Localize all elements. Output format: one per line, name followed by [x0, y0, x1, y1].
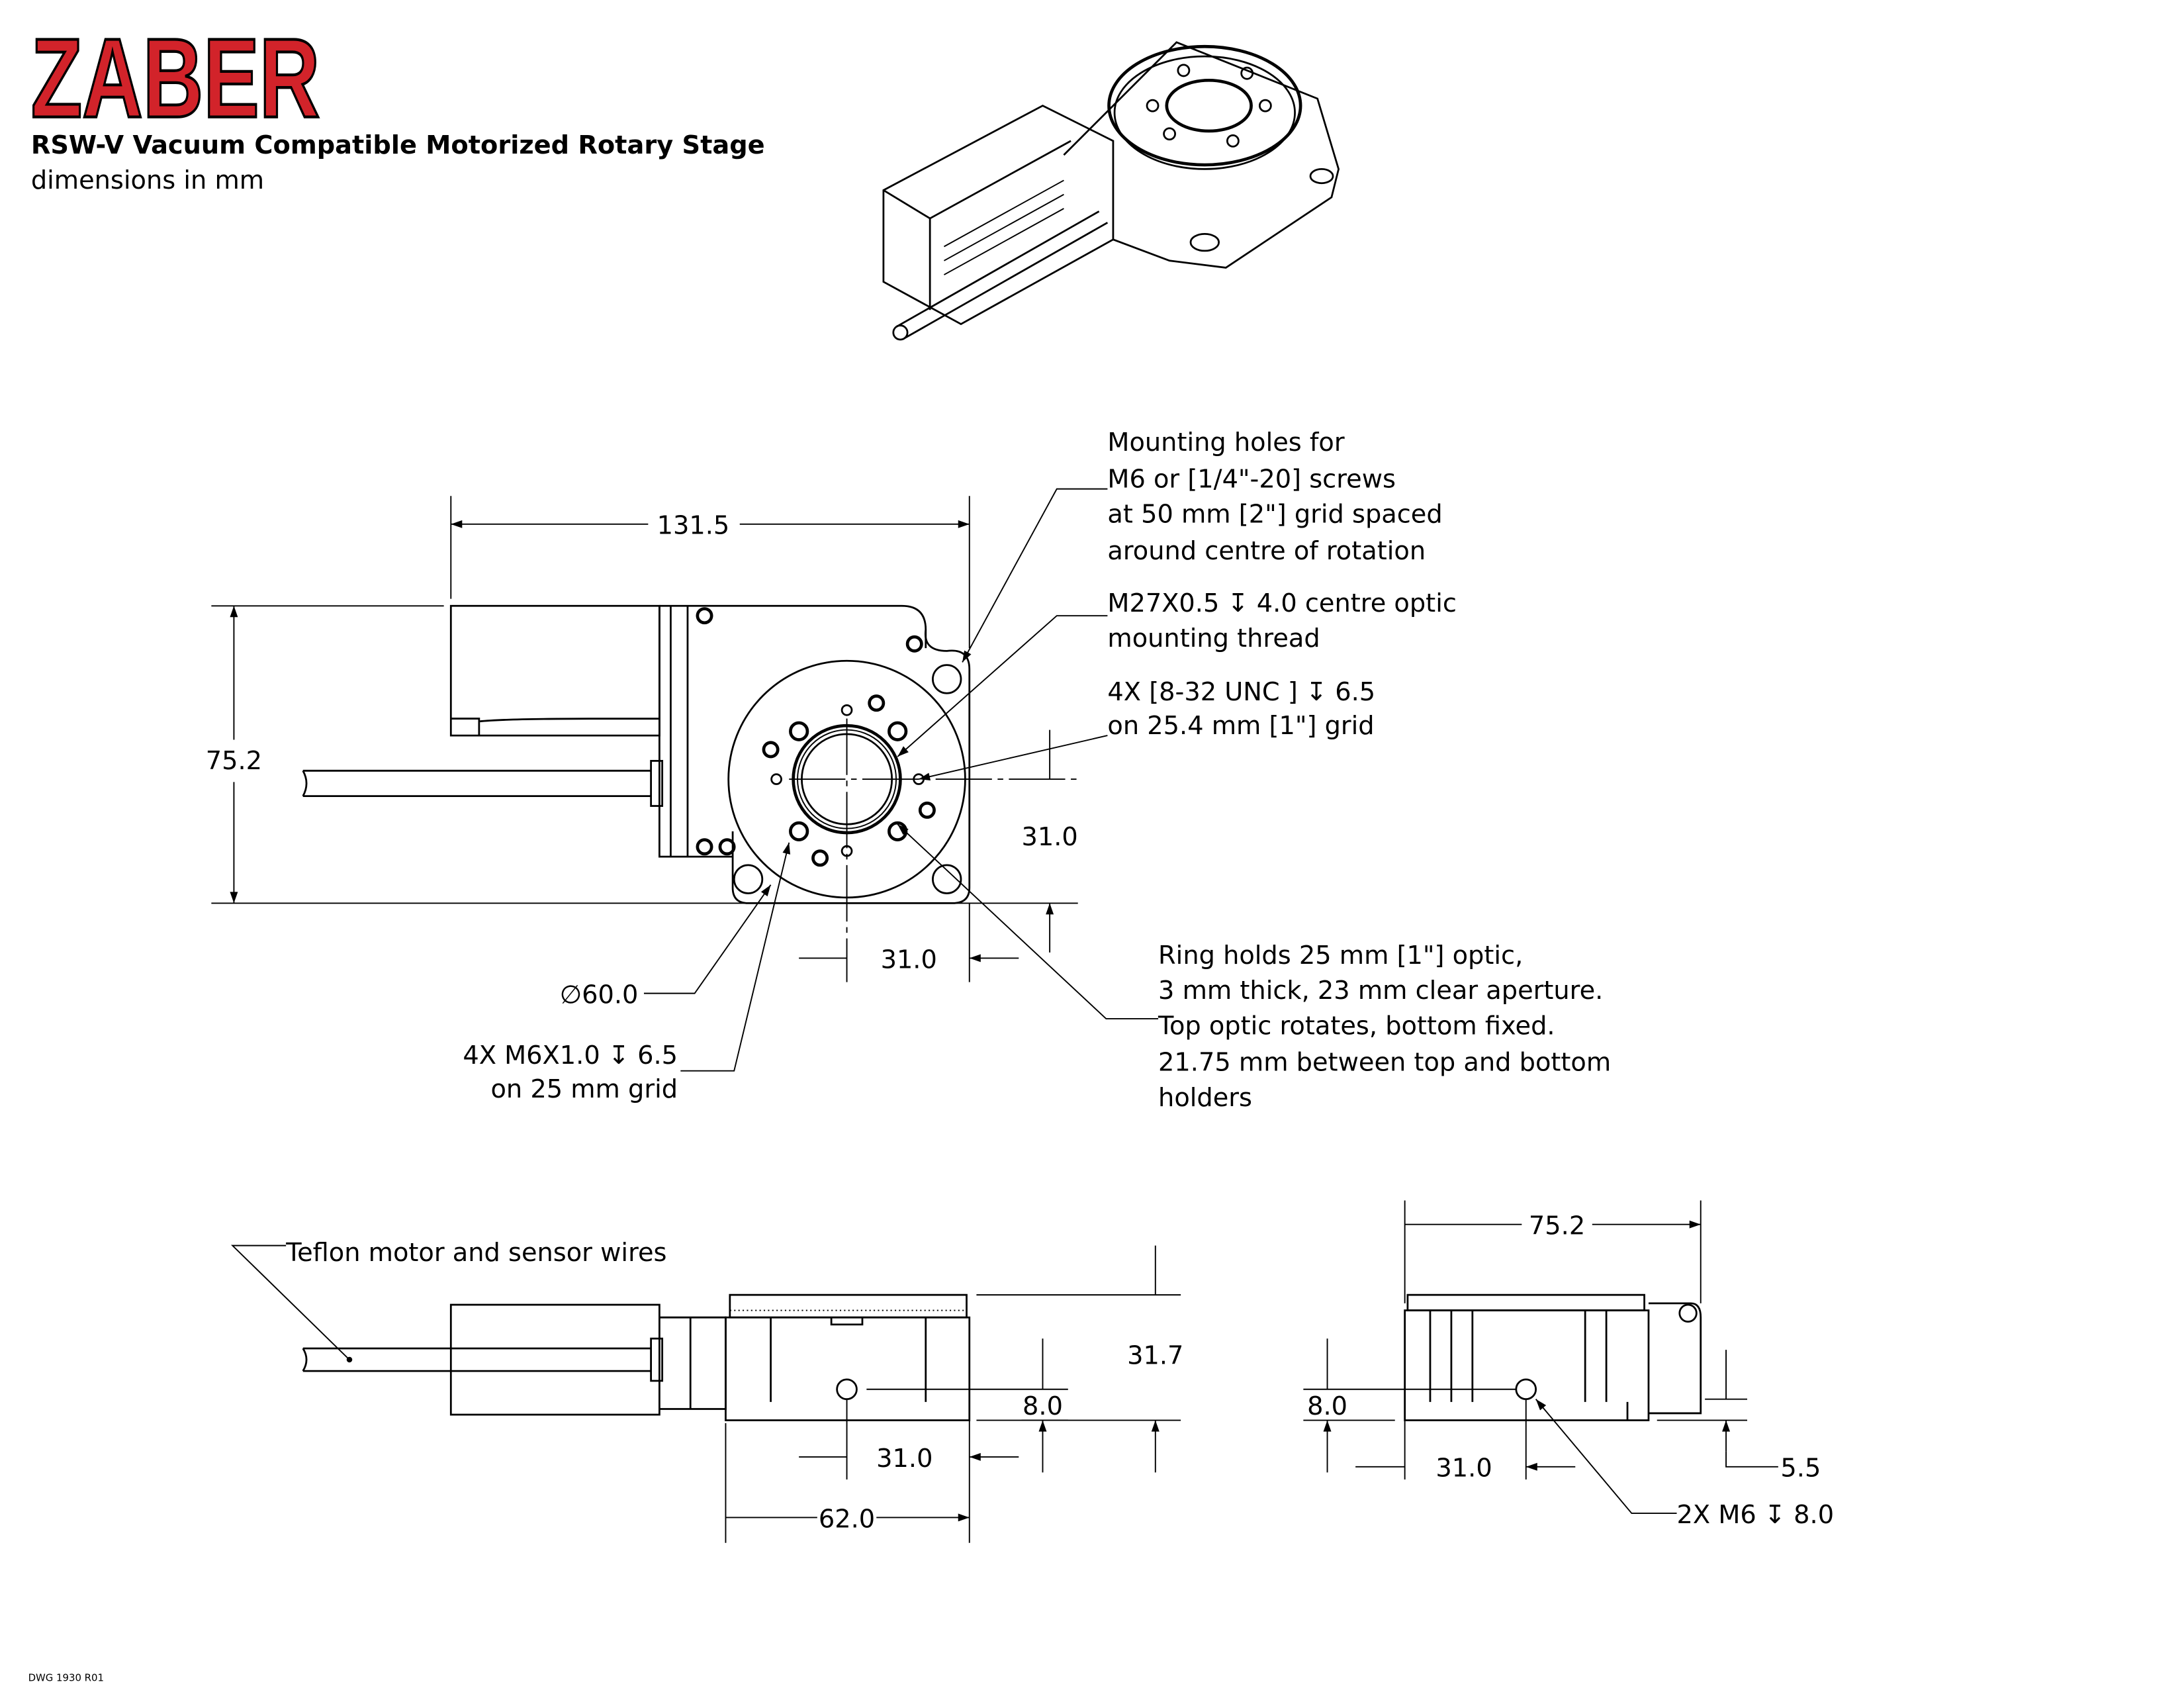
dim-hole-height: 8.0: [1307, 1391, 1347, 1421]
note-mounting-holes: Mounting holes for M6 or [1/4"-20] screw…: [1107, 428, 1442, 566]
note-ring: Ring holds 25 mm [1"] optic, 3 mm thick,…: [1158, 941, 1611, 1113]
page-title: RSW-V Vacuum Compatible Motorized Rotary…: [31, 130, 765, 160]
front-view: Teflon motor and sensor wires 31.7 8.0 3…: [230, 1238, 1183, 1543]
note-optic-thread: M27X0.5 ↧ 4.0 centre optic mounting thre…: [1107, 588, 1456, 653]
note-line: Top optic rotates, bottom fixed.: [1158, 1011, 1555, 1041]
note-line: at 50 mm [2"] grid spaced: [1107, 500, 1442, 530]
wires-note: Teflon motor and sensor wires: [285, 1238, 666, 1268]
top-view: 131.5 75.2 31.0 31.0: [206, 428, 1611, 1113]
note-line: on 25 mm grid: [490, 1074, 678, 1104]
units-subtitle: dimensions in mm: [31, 165, 264, 195]
dim-height: 31.7: [1127, 1340, 1183, 1370]
dim-hole-x: 31.0: [876, 1444, 933, 1474]
note-line: Mounting holes for: [1107, 428, 1344, 457]
note-line: Ring holds 25 mm [1"] optic,: [1158, 941, 1523, 970]
zaber-logo: ZABER: [31, 16, 320, 142]
dim-hole-height: 8.0: [1023, 1391, 1063, 1421]
note-line: 4X M6X1.0 ↧ 6.5: [463, 1041, 678, 1070]
note-unc-holes: 4X [8-32 UNC ] ↧ 6.5 on 25.4 mm [1"] gri…: [1107, 677, 1375, 741]
drawing-number: DWG 1930 R01: [28, 1671, 104, 1683]
dim-offset: 5.5: [1780, 1454, 1821, 1483]
note-line: holders: [1158, 1083, 1252, 1113]
note-line: M6 or [1/4"-20] screws: [1107, 464, 1396, 494]
note-line: M27X0.5 ↧ 4.0 centre optic: [1107, 588, 1456, 618]
note-line: 3 mm thick, 23 mm clear aperture.: [1158, 976, 1603, 1006]
note-line: mounting thread: [1107, 624, 1320, 653]
dim-offset-x: 31.0: [881, 945, 937, 974]
hole-note: 2X M6 ↧ 8.0: [1677, 1500, 1835, 1530]
note-m6-holes: 4X M6X1.0 ↧ 6.5 on 25 mm grid: [463, 1041, 678, 1104]
note-line: on 25.4 mm [1"] grid: [1107, 711, 1374, 741]
dim-hole-x: 31.0: [1435, 1454, 1492, 1483]
side-view: 75.2 8.0 31.0 5.5 2X M6 ↧ 8.0: [1303, 1200, 1835, 1530]
note-diameter: ∅60.0: [560, 980, 639, 1010]
note-line: 4X [8-32 UNC ] ↧ 6.5: [1107, 677, 1375, 707]
note-line: around centre of rotation: [1107, 536, 1426, 566]
dim-height: 75.2: [206, 746, 262, 776]
isometric-view: [882, 41, 1340, 341]
note-line: 21.75 mm between top and bottom: [1158, 1048, 1611, 1078]
dim-length: 131.5: [657, 511, 730, 541]
dim-base-width: 62.0: [819, 1504, 875, 1534]
dim-width: 75.2: [1529, 1211, 1585, 1241]
dim-offset-y: 31.0: [1021, 822, 1077, 852]
